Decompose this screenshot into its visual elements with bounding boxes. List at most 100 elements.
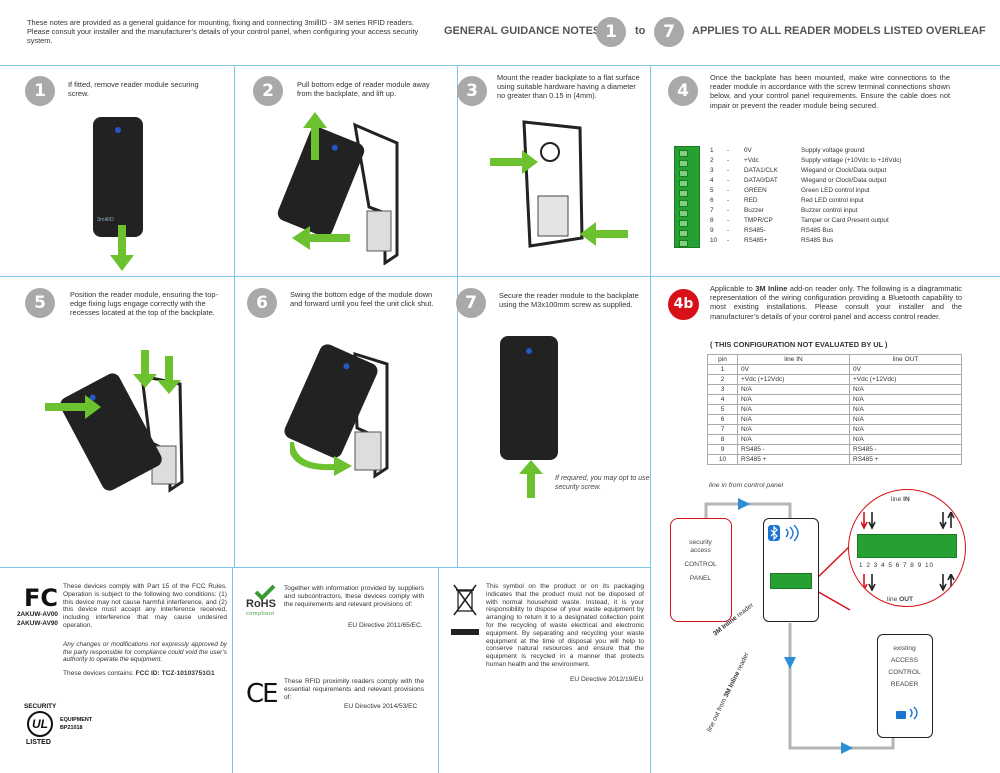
ce-logo: CE <box>246 679 279 709</box>
existing-line-4: READER <box>890 681 919 688</box>
step-1-number: 1 <box>25 76 55 106</box>
step-6-number: 6 <box>247 288 277 318</box>
step-5-text: Position the reader module, ensuring the… <box>70 290 218 318</box>
panel-line-2: access <box>690 547 711 554</box>
divider-top <box>0 65 1000 66</box>
fcc-id-1: 2AKUW-AV00 <box>17 611 58 618</box>
arrow-right-icon <box>45 395 101 419</box>
ul-code: BP21018 <box>60 725 83 731</box>
step-7-text: Secure the reader module to the backplat… <box>499 291 639 310</box>
table-header-row: pin line IN line OUT <box>707 354 962 365</box>
ul-listed-label: LISTED <box>26 739 51 746</box>
step-5-number: 5 <box>25 288 55 318</box>
intro-text: These notes are provided as a general gu… <box>27 18 419 46</box>
weee-description: This symbol on the product or on its pac… <box>486 583 644 668</box>
reader-module <box>500 336 558 460</box>
existing-reader-box: existing ACCESS CONTROL READER <box>877 634 933 738</box>
step-6-text: Swing the bottom edge of the module down… <box>290 290 434 309</box>
fcc-id-2: 2AKUW-AV90 <box>17 620 58 627</box>
existing-line-2: ACCESS <box>890 657 919 664</box>
arrow-up-icon <box>303 112 327 160</box>
reader-led <box>330 143 339 152</box>
arrow-down-icon <box>157 356 181 394</box>
step-4b-text: Applicable to 3M Inline add-on reader on… <box>710 284 963 321</box>
arrow-down-icon <box>110 225 134 271</box>
terminal-block-image <box>674 146 700 248</box>
zoom-line-in: line IN <box>891 496 910 503</box>
checkmark-icon <box>254 584 276 600</box>
fcc-logo: FC <box>24 584 59 612</box>
step-3-text: Mount the reader backplate to a flat sur… <box>497 73 640 101</box>
reader-module: 3millID <box>93 117 143 237</box>
rohs-description: Together with information provided by su… <box>284 585 424 608</box>
existing-line-3: CONTROL <box>888 669 921 676</box>
divider-bottom-1 <box>232 567 233 773</box>
header-step-from: 1 <box>596 17 626 47</box>
diagram-lines <box>704 498 895 754</box>
arrow-left-icon <box>580 222 628 246</box>
terminal-block-zoom <box>857 534 957 558</box>
panel-line-3: CONTROL <box>684 561 717 568</box>
step-4-text: Once the backplate has been mounted, mak… <box>710 73 950 110</box>
divider-bottom <box>0 567 650 568</box>
zoom-line-out: line OUT <box>887 596 914 603</box>
divider-col-3 <box>650 65 651 773</box>
reader-led <box>342 362 351 371</box>
fcc-warning: Any changes or modifications not express… <box>63 641 227 664</box>
ce-description: These RFID proximity readers comply with… <box>284 678 424 701</box>
step-7-number: 7 <box>456 288 486 318</box>
control-panel-box: security access CONTROL PANEL <box>670 518 732 622</box>
ul-security-label: SECURITY <box>24 703 57 710</box>
arrow-curve-icon <box>290 442 352 476</box>
rohs-text: RoHS <box>246 598 276 610</box>
step-2-text: Pull bottom edge of reader module away f… <box>297 80 430 99</box>
arrow-down-icon <box>133 350 157 388</box>
arrow-up-icon <box>519 460 543 498</box>
existing-line-1: existing <box>893 645 916 652</box>
arrow-signal-icon <box>861 574 955 592</box>
step-1-text: If fitted, remove reader module securing… <box>68 80 199 99</box>
fcc-text: These devices comply with Part 15 of the… <box>63 583 227 629</box>
arrow-left-icon <box>292 226 350 250</box>
divider-middle <box>0 276 1000 277</box>
ul-logo: UL <box>27 711 53 737</box>
wireless-card-icon <box>896 706 918 720</box>
rohs-directive: EU Directive 2011/65/EC. <box>348 622 423 629</box>
step-4-number: 4 <box>668 76 698 106</box>
inline-reader-box <box>763 518 819 622</box>
divider-col-2 <box>457 65 458 567</box>
backplate-image <box>522 120 584 248</box>
step-4b-number: 4b <box>668 289 699 320</box>
arrow-right-icon <box>490 150 538 174</box>
header-title-left: GENERAL GUIDANCE NOTES <box>444 25 601 37</box>
ul-equipment-label: EQUIPMENT <box>60 717 93 723</box>
divider-bottom-2 <box>438 567 439 773</box>
backplate-image <box>353 122 399 265</box>
reader-brand: 3millID <box>97 217 114 223</box>
header-to-word: to <box>635 25 646 37</box>
terminal-block-image <box>770 573 812 589</box>
weee-bin-icon <box>453 584 477 616</box>
panel-line-1: security <box>689 539 712 546</box>
step-2-number: 2 <box>253 76 283 106</box>
fcc-contains: These devices contains: FCC ID: TCZ-1010… <box>63 670 215 677</box>
table-row: 2+Vdc (+12Vdc)+Vdc (+12Vdc) <box>707 374 962 385</box>
step-7-note: If required, you may opt to use security… <box>555 475 650 491</box>
reader-led <box>526 348 532 354</box>
header-step-to: 7 <box>654 17 684 47</box>
divider-col-1 <box>234 65 235 567</box>
header-title-right: APPLIES TO ALL READER MODELS LISTED OVER… <box>692 25 986 37</box>
rohs-compliant: compliant <box>246 611 275 617</box>
bluetooth-icon <box>768 525 799 542</box>
arrow-signal-icon <box>861 512 955 530</box>
weee-bar <box>451 629 479 635</box>
